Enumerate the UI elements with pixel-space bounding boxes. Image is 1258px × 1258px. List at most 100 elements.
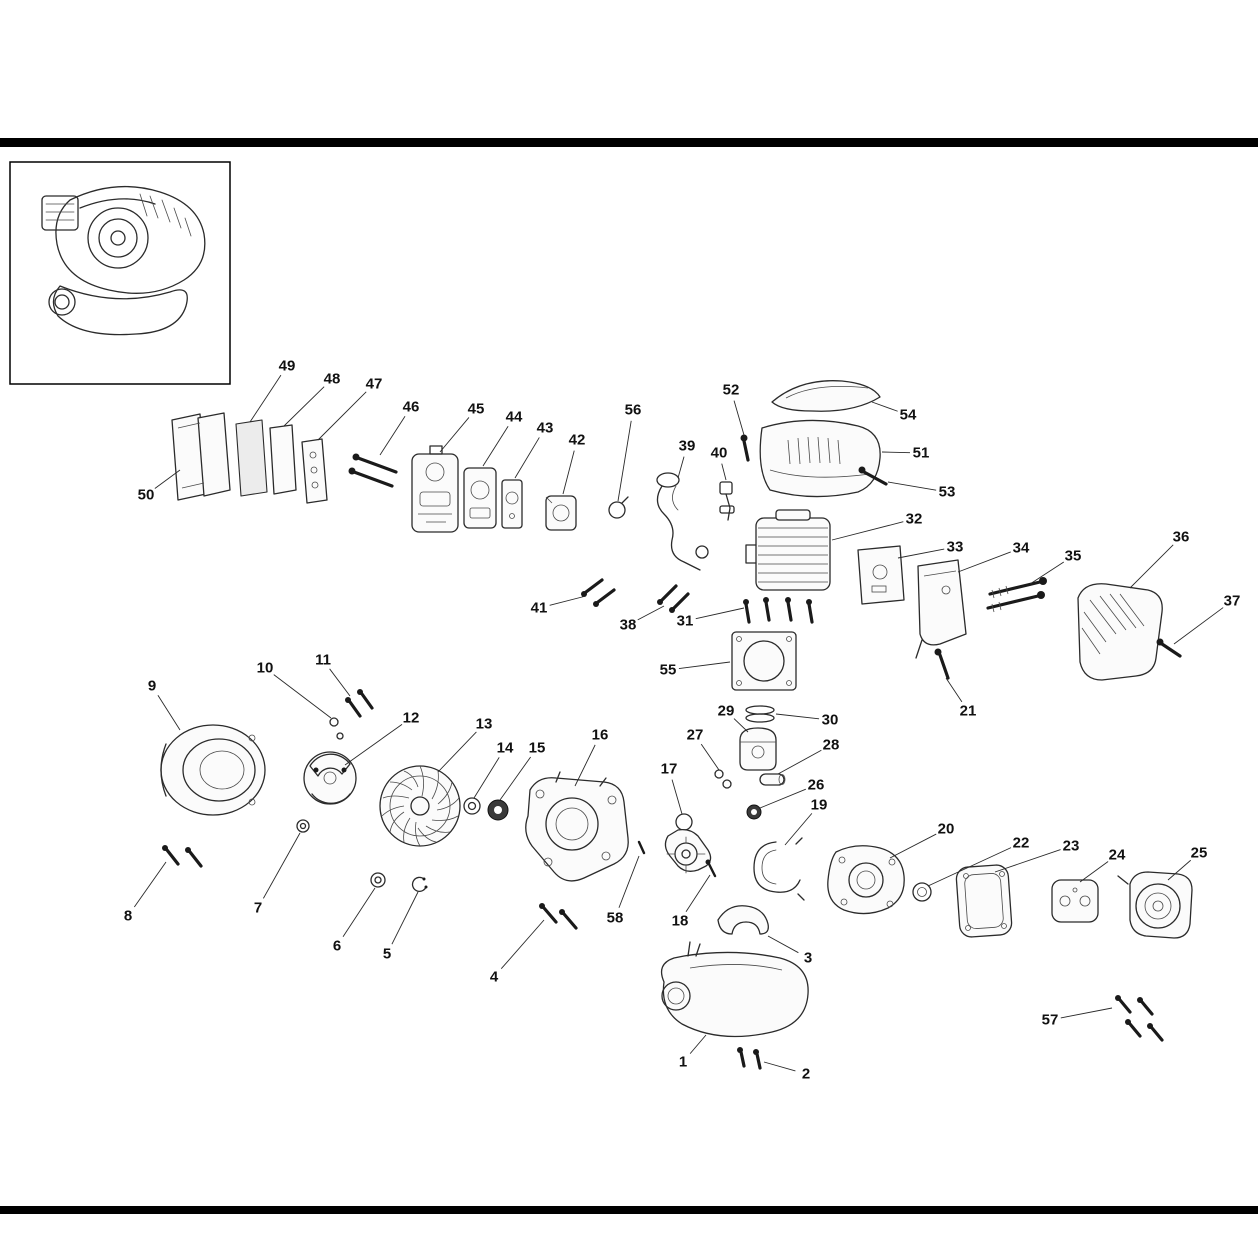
callout-2: 2	[802, 1066, 810, 1083]
callout-37: 37	[1224, 593, 1241, 610]
leader-line-34	[957, 551, 1011, 573]
part-10-washers	[329, 717, 344, 740]
leader-line-36	[1129, 544, 1174, 589]
part-30-piston-rings	[745, 705, 775, 723]
callout-32: 32	[906, 511, 923, 528]
part-51-engine-cover	[759, 419, 881, 498]
part-52-screw	[740, 434, 750, 462]
callout-33: 33	[947, 539, 964, 556]
callout-28: 28	[823, 737, 840, 754]
part-49-filter-element	[235, 419, 268, 497]
leader-line-52	[733, 400, 745, 436]
leader-line-38	[637, 605, 665, 621]
part-16-crankcase-half	[525, 771, 629, 882]
callout-22: 22	[1013, 835, 1030, 852]
part-13-flywheel	[379, 765, 461, 847]
leader-line-2	[763, 1061, 796, 1072]
callout-45: 45	[468, 401, 485, 418]
part-4-screws	[539, 903, 578, 930]
callout-8: 8	[124, 908, 132, 925]
leader-line-5	[391, 891, 419, 945]
part-19-clamp	[753, 837, 805, 901]
callout-39: 39	[679, 438, 696, 455]
callout-10: 10	[257, 660, 274, 677]
leader-line-43	[514, 437, 540, 479]
leader-line-39	[677, 456, 685, 479]
part-14-washer	[463, 797, 481, 815]
leader-line-58	[618, 855, 640, 908]
part-17-oiler-assembly	[664, 813, 712, 874]
callout-13: 13	[476, 716, 493, 733]
callout-5: 5	[383, 946, 391, 963]
part-56-clamp	[608, 496, 629, 519]
callout-26: 26	[808, 777, 825, 794]
leader-line-54	[871, 401, 898, 412]
leader-line-16	[574, 744, 596, 787]
part-43-gasket	[501, 479, 523, 529]
part-1-fuel-tank	[660, 941, 809, 1038]
leader-line-40	[721, 463, 727, 481]
callout-57: 57	[1042, 1012, 1059, 1029]
part-33-gasket-sheet	[857, 545, 905, 605]
part-12-clutch	[303, 751, 357, 805]
callout-44: 44	[506, 409, 523, 426]
leader-line-49	[249, 374, 282, 423]
callout-30: 30	[822, 712, 839, 729]
callout-46: 46	[403, 399, 420, 416]
part-35-bolts	[986, 577, 1047, 613]
leader-line-56	[617, 420, 632, 502]
callout-53: 53	[939, 484, 956, 501]
leader-line-48	[283, 386, 325, 427]
callout-11: 11	[315, 652, 331, 669]
callout-27: 27	[687, 727, 704, 744]
callout-6: 6	[333, 938, 341, 955]
leader-line-30	[775, 713, 820, 720]
part-42-insulator	[545, 495, 577, 531]
part-54-top-cover	[771, 380, 881, 412]
part-15-bearing	[487, 799, 509, 821]
part-53-screw	[858, 466, 888, 486]
callout-16: 16	[592, 727, 609, 744]
callout-25: 25	[1191, 845, 1208, 862]
callout-17: 17	[661, 761, 678, 778]
leader-line-23	[994, 849, 1061, 873]
part-5-circlip	[411, 876, 428, 893]
callout-47: 47	[366, 376, 383, 393]
leader-line-13	[437, 731, 477, 773]
part-40-spark-plug	[719, 481, 735, 521]
leader-line-9	[157, 695, 181, 731]
callout-20: 20	[938, 821, 955, 838]
part-29-piston	[739, 727, 777, 771]
callout-34: 34	[1013, 540, 1030, 557]
leader-line-28	[777, 749, 822, 775]
callout-4: 4	[490, 969, 499, 986]
leader-line-53	[887, 481, 937, 491]
part-24-starter-plate	[1051, 879, 1099, 923]
leader-line-26	[759, 788, 806, 809]
leader-line-14	[473, 757, 500, 799]
leader-line-24	[1079, 861, 1109, 883]
part-44-carburetor-spacer	[463, 467, 497, 529]
callout-55: 55	[660, 662, 677, 679]
callout-7: 7	[254, 900, 262, 917]
leader-line-37	[1173, 607, 1224, 645]
part-9-fan-housing	[160, 724, 266, 816]
part-37-screw	[1156, 638, 1182, 658]
part-50-air-filter-covers	[171, 412, 231, 501]
part-41-screws	[581, 578, 616, 607]
callout-31: 31	[677, 613, 694, 630]
page-edge-bottom	[0, 1206, 1258, 1214]
callout-49: 49	[279, 358, 296, 375]
leader-line-18	[685, 874, 711, 913]
callout-3: 3	[804, 950, 812, 967]
callout-1: 1	[679, 1054, 687, 1071]
leader-line-6	[342, 887, 376, 938]
part-3-tank-bracket	[717, 905, 769, 935]
callout-52: 52	[723, 382, 740, 399]
callout-18: 18	[672, 913, 689, 930]
callout-50: 50	[138, 487, 155, 504]
leader-line-27	[700, 743, 720, 771]
leader-line-47	[317, 391, 367, 441]
leader-line-11	[329, 668, 351, 697]
